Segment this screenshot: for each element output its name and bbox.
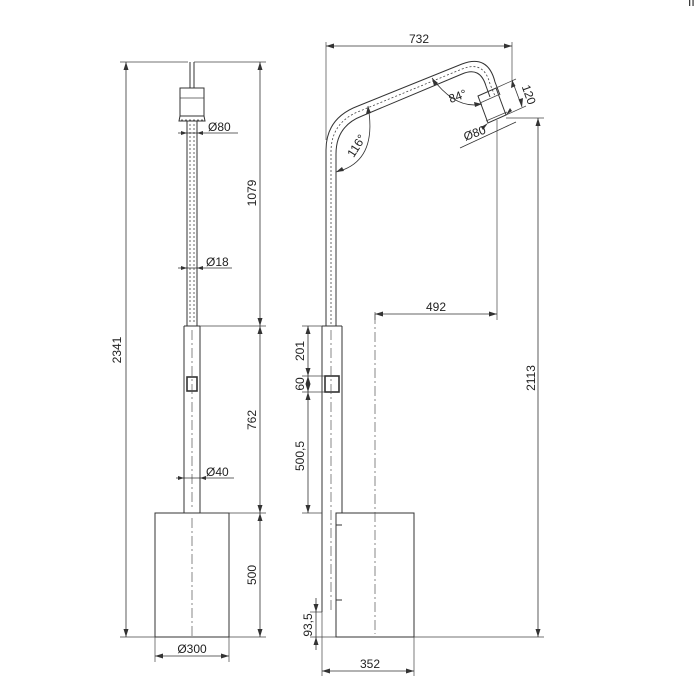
pipe-diameter-label: Ø18 bbox=[206, 255, 229, 269]
lower-length-label: 762 bbox=[245, 410, 259, 430]
overall-width-label: 732 bbox=[409, 32, 429, 46]
top-stem bbox=[189, 62, 195, 88]
dim-arm-length: 1079 bbox=[194, 61, 266, 327]
curved-arm bbox=[325, 60, 501, 326]
dim-base-width: 352 bbox=[321, 612, 415, 676]
dim-head-diameter-side: Ø80 bbox=[459, 108, 517, 149]
dim-height-chain: 201 60 500,5 93,5 bbox=[293, 325, 336, 650]
arm-length-label: 1079 bbox=[245, 179, 259, 206]
shower-head-front bbox=[178, 87, 206, 122]
front-view: 2341 1079 762 500 bbox=[110, 61, 266, 662]
head-height-label: 120 bbox=[519, 83, 539, 107]
corner-mark: II bbox=[688, 0, 695, 9]
upper-segment-label: 201 bbox=[293, 341, 307, 361]
dim-base-diameter: Ø300 bbox=[154, 637, 230, 662]
head-diameter-front-label: Ø80 bbox=[208, 120, 231, 134]
dim-head-diameter-front: Ø80 bbox=[178, 120, 238, 135]
base-offset-label: 93,5 bbox=[301, 613, 315, 637]
dim-reach: 492 bbox=[374, 120, 498, 320]
dim-overall-width: 732 bbox=[325, 32, 513, 140]
dim-lower-length: 762 bbox=[200, 326, 266, 514]
dim-column-diameter: Ø40 bbox=[176, 465, 234, 480]
dim-head-clearance: 2113 bbox=[414, 117, 544, 638]
shower-head-side bbox=[477, 87, 508, 124]
dim-pipe-diameter: Ø18 bbox=[178, 255, 232, 270]
dim-base-height: 500 bbox=[229, 513, 266, 638]
column-side bbox=[321, 325, 343, 612]
base-front bbox=[154, 512, 230, 638]
thin-pipe-front bbox=[186, 121, 198, 326]
total-height-label: 2341 bbox=[110, 336, 124, 363]
column-diameter-label: Ø40 bbox=[206, 465, 229, 479]
bend-angle-label: 116° bbox=[344, 132, 369, 160]
dim-total-height: 2341 bbox=[110, 61, 188, 638]
head-clearance-label: 2113 bbox=[524, 365, 538, 391]
base-width-label: 352 bbox=[360, 657, 380, 671]
side-view: 732 120 84° 116° bbox=[293, 32, 544, 676]
reach-label: 492 bbox=[426, 300, 446, 314]
dim-head-height: 120 bbox=[495, 78, 539, 116]
base-diameter-label: Ø300 bbox=[177, 642, 207, 656]
dim-head-angle: 84° bbox=[431, 77, 483, 107]
lower-segment-label: 500,5 bbox=[293, 441, 307, 471]
column-front bbox=[183, 325, 201, 513]
base-height-label: 500 bbox=[245, 565, 259, 585]
joint-height-label: 60 bbox=[293, 377, 307, 391]
base-side bbox=[321, 314, 415, 638]
head-angle-label: 84° bbox=[447, 86, 469, 105]
